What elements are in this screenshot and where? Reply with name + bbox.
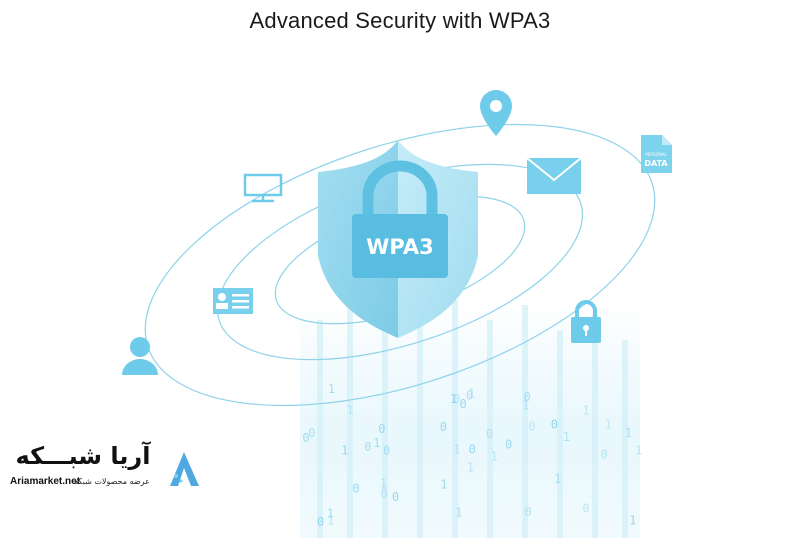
user-icon xyxy=(122,337,158,375)
binary-digit: 0 xyxy=(551,418,558,432)
binary-digit: 1 xyxy=(328,382,335,396)
binary-digit: 1 xyxy=(522,399,529,413)
watermark-brand: آریا شبـــکه Ariamarket.net عرضه محصولات… xyxy=(8,440,208,500)
binary-digit: 1 xyxy=(467,460,474,474)
wpa3-badge-label: WPA3 xyxy=(366,235,434,259)
binary-digit: 1 xyxy=(341,443,348,457)
binary-digit: 1 xyxy=(491,450,498,464)
binary-digit: 1 xyxy=(373,436,380,450)
binary-digit: 1 xyxy=(605,417,612,431)
aria-logo-icon xyxy=(170,452,199,486)
document-line2: DATA xyxy=(644,159,668,168)
binary-digit: 0 xyxy=(317,515,324,529)
binary-digit: 0 xyxy=(601,447,608,461)
binary-digit: 0 xyxy=(453,392,460,406)
binary-digit: 0 xyxy=(392,490,399,504)
brand-site: Ariamarket.net xyxy=(10,476,81,487)
binary-digit: 0 xyxy=(353,482,360,496)
binary-digit: 0 xyxy=(469,443,476,457)
binary-digit: 1 xyxy=(327,513,334,527)
binary-digit: 1 xyxy=(635,444,642,458)
binary-digit: 0 xyxy=(308,426,315,440)
binary-digit: 0 xyxy=(383,443,390,457)
binary-digit: 0 xyxy=(302,431,309,445)
binary-digit: 0 xyxy=(378,422,385,436)
brand-tagline: عرضه محصولات شبکه xyxy=(74,477,150,486)
binary-digit: 1 xyxy=(347,403,354,417)
binary-digit: 1 xyxy=(455,506,462,520)
binary-digit: 1 xyxy=(582,404,589,418)
binary-digit: 1 xyxy=(380,476,387,490)
binary-digit: 0 xyxy=(486,427,493,441)
binary-digit: 0 xyxy=(364,440,371,454)
binary-digit: 1 xyxy=(450,392,457,406)
envelope-icon xyxy=(526,157,582,194)
shield-lock-icon xyxy=(352,160,448,278)
binary-digit: 1 xyxy=(554,472,561,486)
binary-digit: 0 xyxy=(582,501,589,515)
brand-name: آریا شبـــکه xyxy=(15,442,151,470)
binary-digit: 0 xyxy=(460,397,467,411)
binary-digit: 0 xyxy=(525,505,532,519)
binary-digit: 1 xyxy=(453,443,460,457)
document-line1: PERSONAL xyxy=(645,152,667,157)
binary-digit: 0 xyxy=(528,420,535,434)
location-pin-icon xyxy=(480,90,512,136)
binary-digit: 1 xyxy=(440,478,447,492)
binary-digit: 0 xyxy=(505,437,512,451)
binary-digit: 1 xyxy=(563,430,570,444)
binary-digit: 0 xyxy=(524,390,531,404)
binary-digit: 0 xyxy=(381,487,388,501)
binary-digit: 1 xyxy=(625,426,632,440)
id-card-icon xyxy=(213,288,253,314)
binary-digit: 1 xyxy=(327,506,334,520)
personal-data-document-icon: PERSONAL DATA xyxy=(641,135,672,173)
page-title: Advanced Security with WPA3 xyxy=(249,8,551,33)
binary-digit: 0 xyxy=(466,388,473,402)
padlock-icon xyxy=(571,300,601,343)
binary-digit: 1 xyxy=(629,513,636,527)
binary-digit: 1 xyxy=(468,387,475,401)
monitor-icon xyxy=(243,173,283,203)
binary-digit: 0 xyxy=(440,420,447,434)
